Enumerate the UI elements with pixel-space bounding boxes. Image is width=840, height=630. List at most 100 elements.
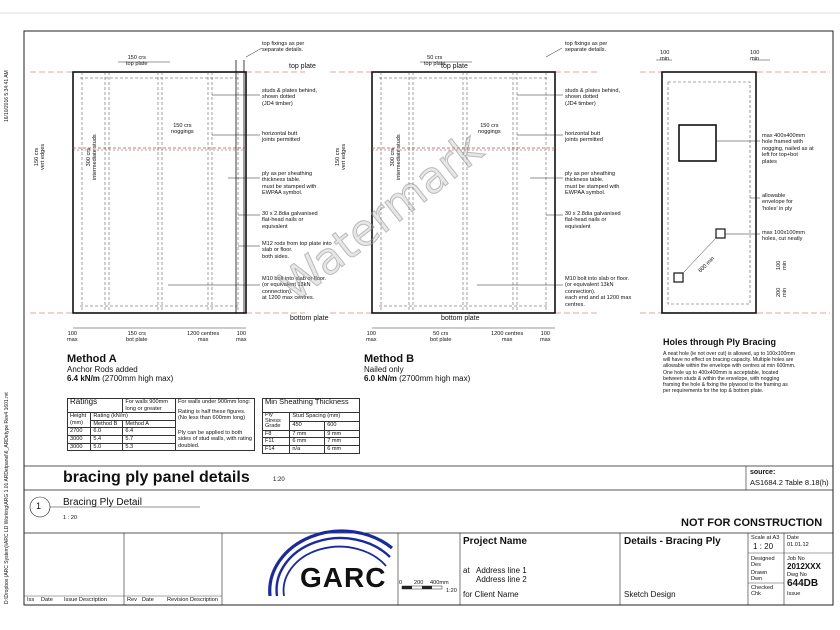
ratings-cell: 6.4	[122, 427, 176, 436]
panel-b-dim-vert-edges: 150 crs vert edges	[335, 143, 348, 170]
source-label: source:	[750, 469, 776, 476]
checked-label: Checked	[751, 585, 774, 591]
designed-value: Des	[751, 562, 761, 568]
panel-b-drawing	[330, 47, 600, 329]
panel-b-ply-note: ply as per sheathing thickness table. mu…	[565, 171, 620, 197]
panel-b-dim-100-right: 100 max	[540, 331, 551, 344]
panel-a-studs-note: studs & plates behind, shown dotted (JD4…	[262, 88, 318, 107]
method-b-block: Method B Nailed only 6.0 kN/m (2700mm hi…	[364, 353, 470, 383]
ratings-header-method-b: Method B	[90, 419, 124, 429]
panel-a-drawing	[30, 47, 305, 329]
sheathing-cell: F11	[261, 437, 291, 446]
sheathing-cell: 6 mm	[324, 444, 360, 454]
panel-a-dim-studs: 300 crs intermediate studs	[86, 134, 99, 180]
sheathing-table: Min Sheathing Thickness Ply Stress Grade…	[261, 398, 360, 454]
method-a-rating: 6.4 kN/m (2700mm high max)	[67, 374, 173, 383]
panel-a-nails-note: 30 x 2.8dia galvanised flat-head nails o…	[262, 211, 318, 230]
ratings-cell: 5.7	[122, 434, 176, 444]
ratings-short-note1: Rating is half these figures. (No less t…	[178, 408, 246, 422]
checked-value: Chk	[751, 591, 761, 597]
panel-b-m10-note: M10 bolt into slab or floor. (or equival…	[565, 276, 632, 308]
panel-b-top-fixings-note: top fixings as per separate details.	[565, 41, 608, 54]
job-label: Job No	[787, 556, 805, 562]
date-value: 01.01.12	[787, 542, 809, 548]
sheathing-header-450: 450	[289, 420, 326, 431]
ratings-title: Ratings	[66, 397, 124, 414]
ratings-cell: 3000	[66, 442, 92, 452]
scale-value: 1 : 20	[753, 542, 774, 551]
sheathing-title: Min Sheathing Thickness	[262, 398, 360, 413]
ratings-cell: 5.3	[122, 442, 176, 452]
ratings-cell: 5.0	[90, 442, 124, 452]
not-for-construction: NOT FOR CONSTRUCTION	[681, 517, 823, 529]
holes-body: A neat hole (ie not over cut) is allowed…	[663, 351, 796, 395]
ratings-header-method-a: Method A	[122, 419, 176, 429]
project-client: for Client Name	[463, 590, 519, 599]
drawing-title: Details - Bracing Ply	[624, 536, 721, 547]
ratings-col-note: For walls 900mm long or greater	[122, 397, 176, 414]
logo-arcs	[268, 529, 394, 597]
panel-c-envelope-note: allowable envelope for 'holes' in ply	[762, 193, 793, 212]
dwg-label: Dwg No	[787, 572, 807, 578]
panel-b-dim-100-left: 100 max	[366, 331, 377, 344]
panel-b-bottom-plate-label: bottom plate	[441, 315, 480, 322]
ratings-header-rating: Rating (kN/m)	[90, 412, 176, 421]
sheathing-cell: 7 mm	[324, 437, 360, 446]
detail-title: bracing ply panel details	[63, 469, 250, 486]
scale-label: Scale at A3	[751, 535, 780, 541]
table-row: F14 n/a 6 mm	[261, 444, 360, 454]
tb-revision-desc-label: Revision Description	[167, 597, 218, 603]
scale-bar-0: 0	[399, 580, 403, 586]
method-a-rating-value: 6.4 kN/m	[67, 374, 100, 383]
panel-b-nails-note: 30 x 2.8dia galvanised flat-head nails o…	[565, 211, 621, 230]
panel-b-top-plate-label: top plate	[441, 63, 468, 70]
tb-rev-date-label: Date	[142, 597, 154, 603]
holes-title: Holes through Ply Bracing	[663, 337, 777, 347]
panel-c-drawing	[640, 59, 830, 314]
panel-c-dim-100-topright: 100 min	[750, 50, 760, 63]
tb-iss-label: Iss	[27, 597, 35, 603]
panel-b-dim-50-bot: 50 crs bot plate	[430, 331, 452, 344]
panel-a-dim-100-right: 100 max	[236, 331, 247, 344]
scale-bar	[401, 585, 443, 590]
method-a-block: Method A Anchor Rods added 6.4 kN/m (270…	[67, 353, 173, 383]
method-a-rating-note: (2700mm high max)	[99, 374, 174, 383]
panel-a-butt-joints-note: horizontal butt joints permitted	[262, 131, 300, 144]
table-row: F11 6 mm 7 mm	[261, 437, 360, 446]
tb-rev-label: Rev	[127, 597, 137, 603]
sheathing-cell: 6 mm	[289, 437, 326, 446]
project-address-1: Address line 1	[476, 566, 527, 575]
method-a-title: Method A	[67, 353, 117, 365]
panel-c-hole-100-note: max 100x100mm holes, cut neatly	[762, 230, 805, 243]
ratings-short-note2: Ply can be applied to both sides of stud…	[178, 429, 252, 449]
side-timestamp: 16/10/2016 5:34:41 AM	[4, 70, 10, 122]
panel-a-dim-noggings: 150 crs noggings	[171, 123, 194, 136]
method-b-rating-value: 6.0 kN/m	[364, 374, 397, 383]
side-file-path: D:\Dropbox (ARC System)\ARC LD Working\A…	[4, 392, 10, 604]
panel-a-dim-vert-edges: 150 crs vert edges	[34, 143, 47, 170]
ratings-cell: 6.0	[90, 427, 124, 436]
source-value: AS1684.2 Table 8.18(h)	[750, 478, 829, 487]
job-value: 2012XXX	[787, 562, 821, 571]
view-scale: 1 : 20	[63, 515, 77, 521]
panel-a-m12-note: M12 rods from top plate into slab or flo…	[262, 241, 332, 260]
project-name: Project Name	[463, 536, 527, 547]
holes-block: Holes through Ply Bracing A neat hole (i…	[663, 337, 833, 394]
panel-a-dim-1200: 1200 centres max	[187, 331, 220, 344]
panel-a-bottom-plate-label: bottom plate	[290, 315, 329, 322]
panel-c-dim-200: 200 min	[776, 287, 789, 297]
panel-a-m10-note: M10 bolt into slab or floor. (or equival…	[262, 276, 327, 302]
scale-bar-400: 400mm	[430, 580, 449, 586]
method-b-rating-note: (2700mm high max)	[396, 374, 471, 383]
sheathing-cell: 7 mm	[289, 429, 326, 439]
scale-bar-ratio: 1:20	[446, 588, 457, 594]
ratings-cell: 5.4	[90, 434, 124, 444]
ratings-table: Ratings For walls 900mm long or greater …	[66, 397, 255, 452]
project-address-2: Address line 2	[476, 575, 527, 584]
detail-title-scale: 1:20	[273, 477, 285, 483]
ratings-short-walls-cell: For walls under 900mm long: Rating is ha…	[175, 397, 255, 452]
method-b-rating: 6.0 kN/m (2700mm high max)	[364, 374, 470, 383]
side-text-timestamp-holder: 16/10/2016 5:34:41 AM	[4, 36, 12, 126]
